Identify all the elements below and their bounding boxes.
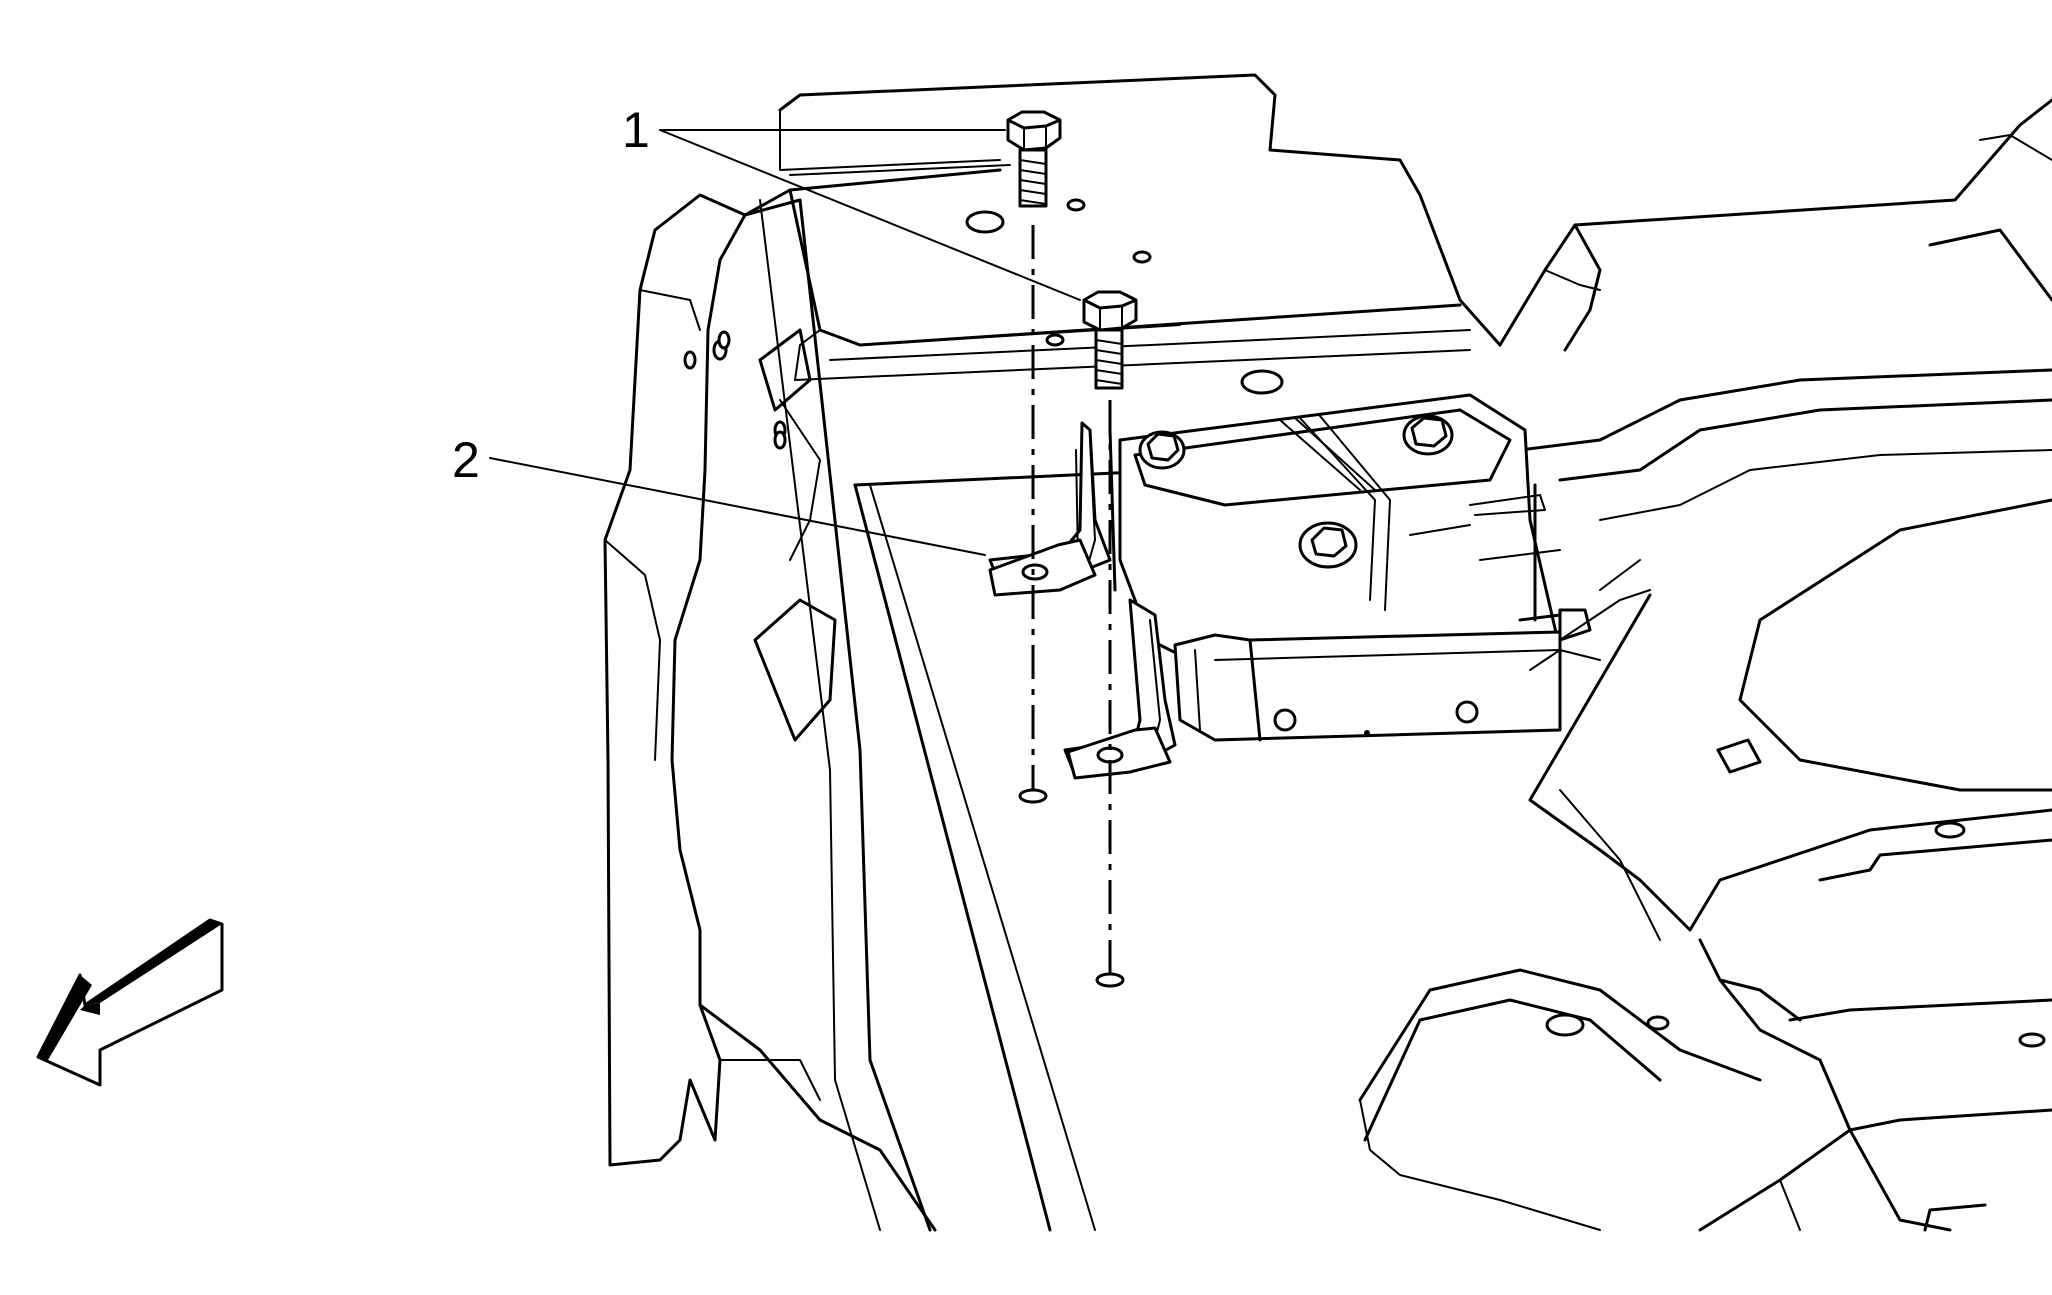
bolt-alignment-lines	[1018, 225, 1125, 988]
callout-2-label: 2	[452, 432, 480, 488]
callout-1-label: 1	[622, 102, 650, 158]
bolt-1-upper	[1006, 110, 1062, 208]
module-bracket	[988, 421, 1177, 780]
module-nut-center	[1298, 521, 1358, 569]
callout-2: 2	[452, 432, 986, 556]
bolt-1-lower	[1082, 290, 1138, 390]
floor-panel	[743, 73, 1502, 1232]
module-nut-left	[1138, 430, 1186, 470]
left-body-structure	[603, 193, 937, 1232]
vehicle-front-direction-arrow-icon	[36, 918, 224, 1087]
control-module	[1118, 393, 1651, 742]
callout-1: 1	[622, 102, 1081, 301]
module-nut-right	[1402, 414, 1454, 456]
rear-floor-pan	[1358, 98, 2052, 1232]
